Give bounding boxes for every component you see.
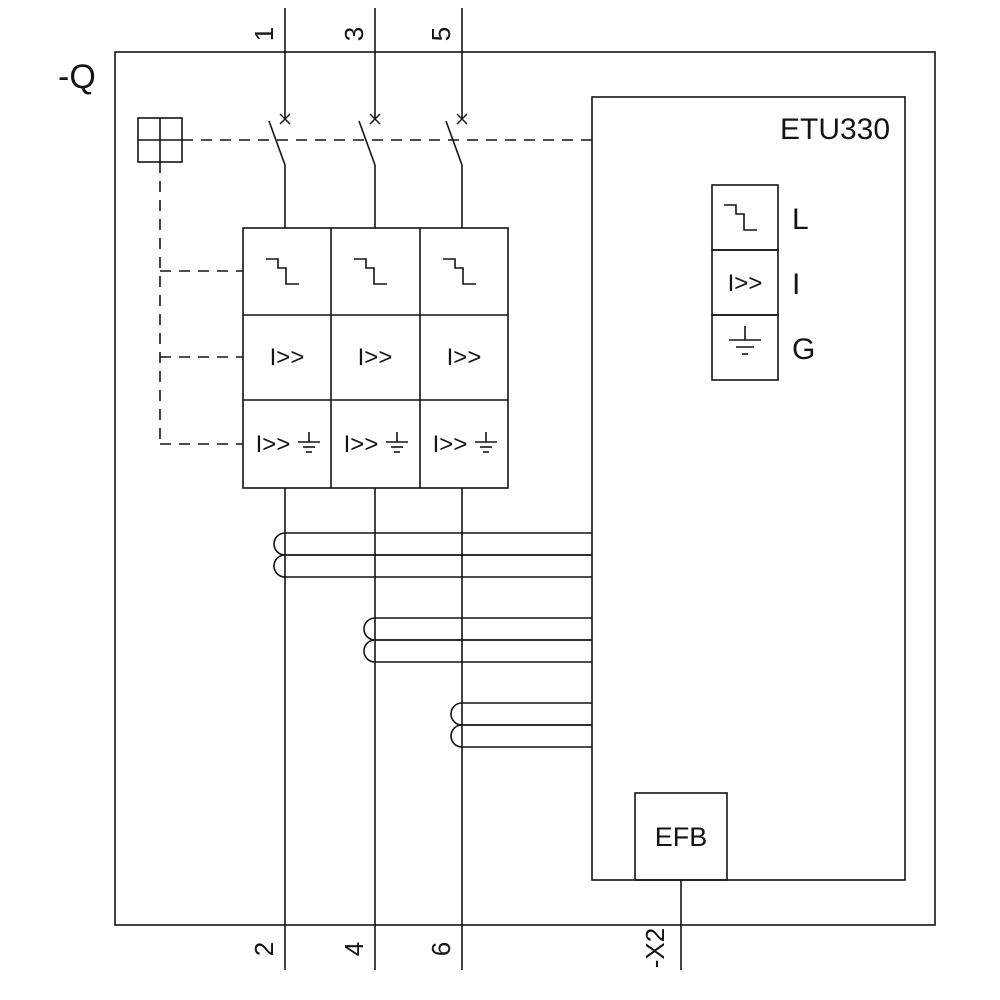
mechanical-linkage: [159, 139, 592, 445]
pole1-contact-cross-icon: [279, 113, 291, 125]
breaker-pole-1: [268, 8, 291, 970]
ground-icon-pole1: [298, 432, 320, 453]
instantaneous-trip-text-pole2: I>>: [358, 344, 393, 371]
ground-fault-trip-text-pole1: I>>: [256, 431, 291, 458]
legend-ground-label: G: [792, 333, 815, 366]
ground-icon-pole3: [475, 432, 497, 453]
ground-fault-trip-text-pole2: I>>: [344, 431, 379, 458]
terminal-label-top-5: 5: [426, 27, 456, 41]
current-sensor-pole1: [273, 532, 592, 578]
mechanism-actuator-icon: [137, 117, 183, 163]
pole2-contact-blade: [358, 120, 376, 166]
legend-instantaneous-symbol-text: I>>: [728, 270, 763, 297]
legend-long-time-curve-icon: [724, 204, 757, 231]
current-sensor-pole3: [450, 702, 592, 748]
pole1-contact-blade: [268, 120, 286, 166]
current-sensor-pole2: [363, 617, 592, 663]
etu-box: [591, 96, 906, 881]
pole2-contact-cross-icon: [369, 113, 381, 125]
breaker-pole-2: [358, 8, 381, 970]
enclosure-box: [114, 51, 936, 926]
pole3-contact-cross-icon: [456, 113, 468, 125]
instantaneous-trip-text-pole1: I>>: [270, 344, 305, 371]
trip-unit-matrix: [242, 227, 509, 489]
pole3-contact-blade: [445, 120, 463, 166]
long-time-curve-icon-pole3: [443, 258, 476, 285]
breaker-pole-3: [445, 8, 468, 970]
legend-long-time-label: L: [792, 203, 809, 236]
ground-fault-trip-text-pole3: I>>: [433, 431, 468, 458]
ground-icon-pole2: [386, 432, 408, 453]
legend-ground-box: [711, 314, 779, 381]
long-time-curve-icon-pole1: [266, 258, 299, 285]
device-label: -Q: [58, 58, 96, 96]
terminal-label-bottom-2: 2: [249, 942, 279, 956]
x2-label: -X2: [640, 928, 670, 968]
etu-label: ETU330: [780, 113, 890, 146]
legend-ground-icon: [729, 326, 761, 355]
terminal-label-top-1: 1: [249, 27, 279, 41]
long-time-curve-icon-pole2: [354, 258, 387, 285]
terminal-label-bottom-4: 4: [339, 942, 369, 956]
terminal-label-bottom-6: 6: [426, 942, 456, 956]
instantaneous-trip-text-pole3: I>>: [447, 344, 482, 371]
legend-instantaneous-label: I: [792, 268, 800, 301]
efb-label: EFB: [655, 822, 708, 852]
terminal-label-top-3: 3: [339, 27, 369, 41]
legend-long-time-box: [711, 184, 779, 251]
